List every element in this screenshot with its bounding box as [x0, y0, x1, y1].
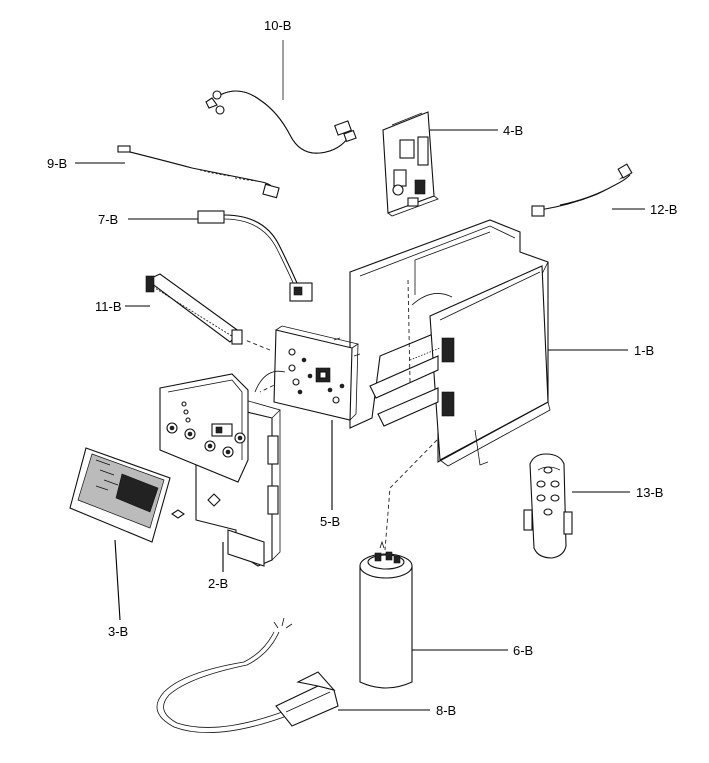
part-11b-ribbon-cable: [125, 273, 243, 345]
label-12b: 12-B: [650, 202, 677, 217]
label-10b: 10-B: [264, 18, 291, 33]
label-13b: 13-B: [636, 485, 663, 500]
part-2b-keypad-bezel: [159, 373, 249, 483]
part-8b-power-cord: [156, 617, 430, 734]
label-1b: 1-B: [634, 343, 654, 358]
label-11b: 11-B: [95, 299, 122, 314]
label-9b: 9-B: [47, 156, 67, 171]
part-6b-capacitor: [359, 540, 508, 689]
label-3b: 3-B: [108, 624, 128, 639]
label-8b: 8-B: [436, 703, 456, 718]
label-4b: 4-B: [503, 123, 523, 138]
label-7b: 7-B: [98, 212, 118, 227]
part-1b-chassis-bracket: [349, 219, 628, 467]
part-9b-sensor-wire: [75, 145, 280, 199]
part-3b-membrane-overlay: [69, 447, 185, 621]
part-10b-wire-harness: [205, 40, 357, 154]
label-5b: 5-B: [320, 514, 340, 529]
part-13b-remote-control: [523, 453, 630, 559]
label-2b: 2-B: [208, 576, 228, 591]
part-4b-control-board: [382, 111, 498, 217]
part-7b-ribbon-harness: [128, 210, 313, 302]
part-5b-display-pcb: [273, 325, 361, 510]
part-12b-wire: [531, 163, 645, 217]
label-6b: 6-B: [513, 643, 533, 658]
